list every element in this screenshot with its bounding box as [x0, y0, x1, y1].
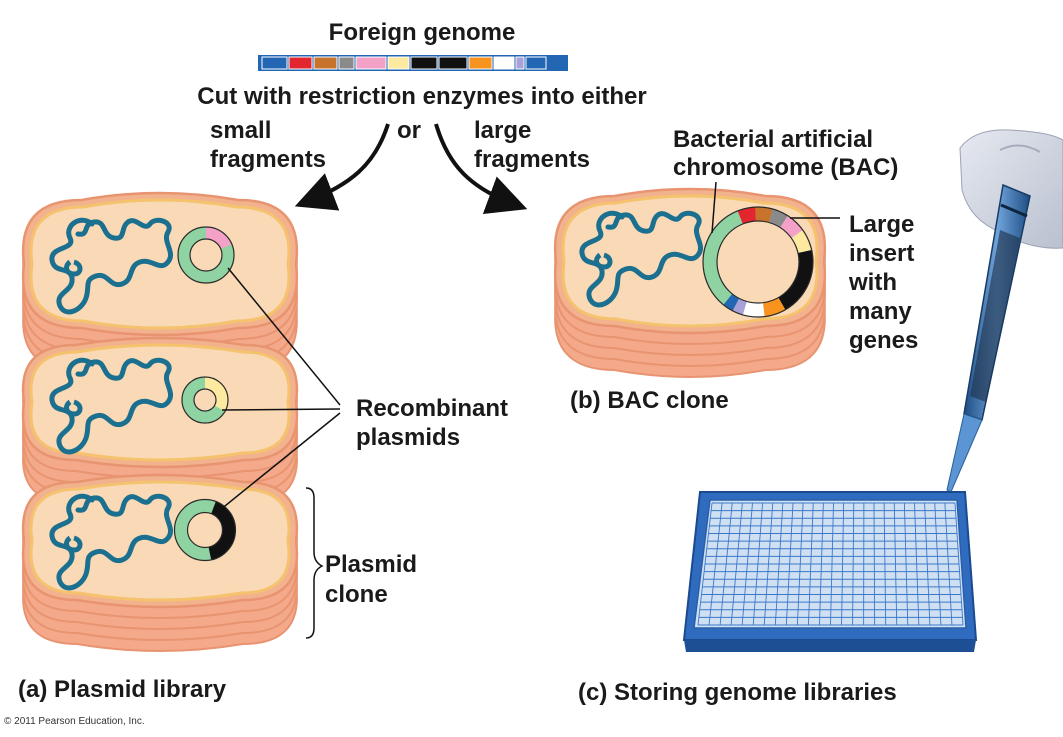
clone-bracket	[305, 487, 324, 639]
genome-segment	[313, 56, 338, 70]
branch-left-label: small fragments	[210, 117, 326, 173]
ring-outline-outer	[181, 376, 229, 424]
leader-line-3	[219, 412, 341, 511]
insert-segment	[742, 301, 765, 317]
genome-segment	[468, 56, 493, 70]
bacterial-chromosome-loop	[64, 399, 83, 417]
genome-segment	[438, 56, 468, 70]
insert-segment	[755, 207, 773, 223]
ring-outline-outer	[177, 226, 235, 284]
genome-segment	[261, 56, 288, 70]
bac-cell	[553, 187, 827, 378]
genome-segment	[355, 56, 387, 70]
ring-outline-inner	[189, 238, 223, 272]
ring-outline-inner	[716, 220, 800, 304]
ring-outline-inner	[193, 388, 217, 412]
caption-c: (c) Storing genome libraries	[578, 679, 897, 706]
genome-segment	[387, 56, 410, 70]
cell-membrane	[29, 343, 291, 462]
ring-outline-outer	[173, 498, 237, 562]
bacterial-chromosome	[49, 217, 174, 315]
insert-segment	[791, 230, 812, 254]
genome-segment	[525, 56, 547, 70]
leader-line-2	[221, 408, 341, 411]
insert-segment	[204, 377, 228, 412]
genome-segment	[410, 56, 438, 70]
insert-segment	[732, 298, 747, 315]
subtitle: Cut with restriction enzymes into either	[197, 83, 646, 110]
insert-segment	[779, 215, 803, 239]
bac-label: Bacterial artificial chromosome (BAC)	[673, 126, 898, 181]
bacterial-chromosome	[579, 210, 704, 308]
genome-segment	[338, 56, 355, 70]
ring-outline-outer	[702, 206, 814, 318]
large-insert-label: Large insert with many genes	[848, 211, 921, 354]
bac-leader-line	[711, 181, 717, 234]
bacterial-chromosome-loop	[594, 252, 613, 270]
leader-line-1	[227, 267, 341, 406]
arrow-right	[434, 123, 528, 215]
plate-wells	[697, 502, 964, 626]
insert-segment	[208, 501, 236, 560]
insert-segment	[737, 207, 757, 225]
insert-segment	[768, 209, 788, 228]
branch-or-label: or	[397, 117, 421, 144]
plasmid-cell-3	[21, 473, 299, 652]
title: Foreign genome	[329, 19, 516, 46]
caption-b: (b) BAC clone	[570, 387, 729, 414]
well-plate-icon	[682, 491, 978, 652]
bacterial-chromosome	[49, 493, 174, 591]
bacterial-chromosome-loop	[64, 259, 83, 277]
arrow-left	[294, 123, 390, 211]
recombinant-plasmids-label: Recombinant plasmids	[356, 395, 515, 451]
copyright: © 2011 Pearson Education, Inc.	[4, 716, 145, 727]
plasmid-clone-label: Plasmid clone	[325, 551, 424, 608]
ring-outline-inner	[186, 511, 224, 549]
insert-segment	[723, 293, 740, 311]
foreign-genome-bar	[258, 55, 568, 71]
insert-segment	[205, 227, 232, 250]
genome-segment	[288, 56, 313, 70]
insert-segment	[778, 250, 813, 310]
insert-segment	[762, 297, 786, 317]
bacterial-chromosome	[49, 357, 174, 455]
branch-right-label: large fragments	[474, 117, 590, 173]
pipette-icon	[946, 183, 1031, 493]
genome-segment	[493, 56, 515, 70]
genome-segment	[515, 56, 525, 70]
bacterial-chromosome-loop	[64, 535, 83, 553]
caption-a: (a) Plasmid library	[18, 676, 227, 703]
plasmid-cell-2	[21, 336, 299, 512]
